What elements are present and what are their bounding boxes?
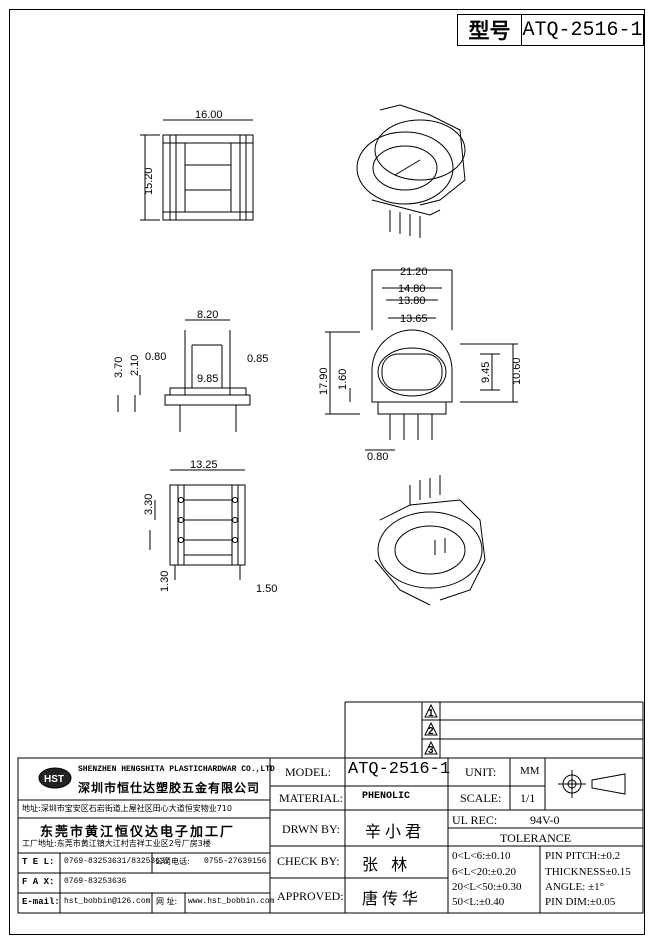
- dim-top-width: 16.00: [195, 109, 223, 121]
- company-address: 地址:深圳市宝安区石岩街道上屋社区田心大道恒安物业710: [22, 804, 232, 813]
- company-tel: 0755-27639156: [204, 857, 267, 866]
- material-label: MATERIAL:: [279, 791, 343, 805]
- dim-side-inner: 9.85: [197, 373, 218, 385]
- drawn-value: 辛小君: [365, 822, 426, 841]
- check-value: 张 林: [362, 855, 412, 874]
- scale-label: SCALE:: [460, 791, 502, 805]
- tel-value: 0769-83253631/83253632: [64, 857, 170, 866]
- company-tel-label: 公司电话:: [155, 857, 190, 866]
- tolerance-2: 6<L<20:±0.20: [452, 866, 516, 878]
- dim-front-2: 13.80: [398, 295, 426, 307]
- approved-label: APPROVED:: [277, 889, 344, 903]
- bottom-view: [149, 469, 246, 580]
- model-label: MODEL:: [285, 765, 331, 779]
- revision-1: 1: [428, 708, 434, 719]
- dim-side-left: 0.80: [145, 351, 166, 363]
- iso-view-top: [356, 104, 466, 238]
- dim-front-outer-h: 17.90: [318, 367, 330, 395]
- factory-address: 工厂地址:东莞市黄江镇大江村吉祥工业区2号厂房3楼: [22, 839, 211, 848]
- dim-side-h2: 2.10: [129, 355, 141, 376]
- front-view: [325, 269, 518, 451]
- tolerance-4: 50<L:±0.40: [452, 896, 505, 908]
- approved-value: 唐传华: [362, 889, 423, 908]
- fax-value: 0769-83253636: [64, 877, 127, 886]
- revision-3: 3: [428, 745, 434, 756]
- dim-bottom-h: 3.30: [143, 494, 155, 515]
- dim-front-outer: 21.20: [400, 266, 428, 278]
- dim-front-pin: 0.80: [367, 451, 388, 463]
- angle: ANGLE: ±1°: [545, 881, 605, 893]
- pin-dim: PIN DIM:±0.05: [545, 896, 616, 908]
- iso-view-bottom: [374, 475, 486, 606]
- factory-name: 东莞市黄江恒仪达电子加工厂: [40, 825, 236, 840]
- title-box: 型号 ATQ-2516-1: [457, 14, 644, 46]
- drawn-label: DRWN BY:: [282, 822, 340, 836]
- scale-value: 1/1: [520, 791, 536, 805]
- tolerance-1: 0<L<6:±0.10: [452, 850, 511, 862]
- dim-bottom-pitch: 1.50: [256, 583, 277, 595]
- company-name-en: SHENZHEN HENGSHITA PLASTICHARDWAR CO.,LT…: [78, 765, 275, 774]
- fax-label: F A X:: [22, 877, 55, 887]
- dim-top-height: 15.20: [143, 167, 155, 195]
- type-label: 型号: [458, 15, 522, 45]
- web-label: 网 址:: [156, 897, 178, 906]
- revision-2: 2: [428, 726, 434, 737]
- ulrec-value: 94V-0: [530, 813, 560, 827]
- unit-label: UNIT:: [465, 765, 497, 779]
- dim-side-h1: 3.70: [113, 357, 125, 378]
- tolerance-3: 20<L<50:±0.30: [452, 881, 522, 893]
- company-name-cn: 深圳市恒仕达塑胶五金有限公司: [78, 781, 261, 795]
- dim-bottom-pin: 1.30: [159, 571, 171, 592]
- dim-front-gap: 1.60: [337, 369, 349, 390]
- pin-pitch: PIN PITCH:±0.2: [545, 850, 621, 862]
- dim-front-total-h: 10.60: [511, 357, 523, 385]
- web-value: www.hst_bobbin.com: [188, 897, 275, 906]
- model-code: ATQ-2516-1: [522, 18, 643, 42]
- model-value: ATQ-2516-1: [348, 760, 451, 779]
- dim-front-inner-h: 9.45: [480, 362, 492, 383]
- title-block-grid: [17, 701, 644, 914]
- email-label: E-mail:: [22, 897, 60, 907]
- check-label: CHECK BY:: [277, 854, 340, 868]
- dim-side-width: 8.20: [197, 309, 218, 321]
- revision-marks: [424, 703, 438, 755]
- dim-bottom-width: 13.25: [190, 459, 218, 471]
- thickness: THICKNESS±0.15: [545, 866, 631, 878]
- material-value: PHENOLIC: [362, 791, 411, 802]
- hst-logo: HST: [44, 774, 64, 785]
- tolerance-label: TOLERANCE: [500, 831, 572, 845]
- top-view: [140, 119, 254, 221]
- dim-front-3: 13.65: [400, 313, 428, 325]
- ulrec-label: UL REC:: [452, 813, 498, 827]
- drawing-frame: [9, 9, 645, 935]
- side-view: [117, 319, 251, 432]
- dim-side-right: 0.85: [247, 353, 268, 365]
- dim-front-1: 14.80: [398, 283, 426, 295]
- tel-label: T E L:: [22, 857, 55, 867]
- email-value: hst_bobbin@126.com: [64, 897, 151, 906]
- unit-value: MM: [520, 765, 540, 777]
